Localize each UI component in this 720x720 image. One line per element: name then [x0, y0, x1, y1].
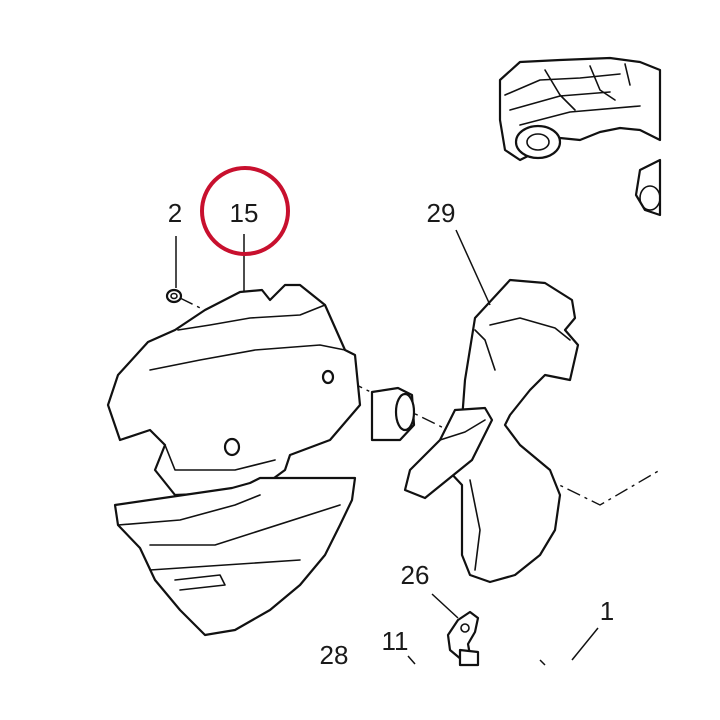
part-15-side-cover [106, 283, 416, 497]
part-29-right-cover [403, 278, 580, 584]
frame-bracket-detail [498, 56, 662, 217]
part-2-nut [165, 288, 183, 304]
highlight-circle [200, 166, 290, 256]
leader-lines [175, 229, 599, 666]
callout-29[interactable]: 29 [427, 198, 456, 228]
callout-15[interactable]: 15 [230, 198, 259, 228]
part-26-clip [446, 610, 480, 667]
callout-26[interactable]: 26 [401, 560, 430, 590]
lower-panel [113, 476, 357, 637]
callout-28[interactable]: 28 [320, 640, 349, 670]
callout-2[interactable]: 2 [168, 198, 182, 228]
callout-11[interactable]: 11 [382, 626, 409, 656]
callout-1[interactable]: 1 [600, 596, 614, 626]
